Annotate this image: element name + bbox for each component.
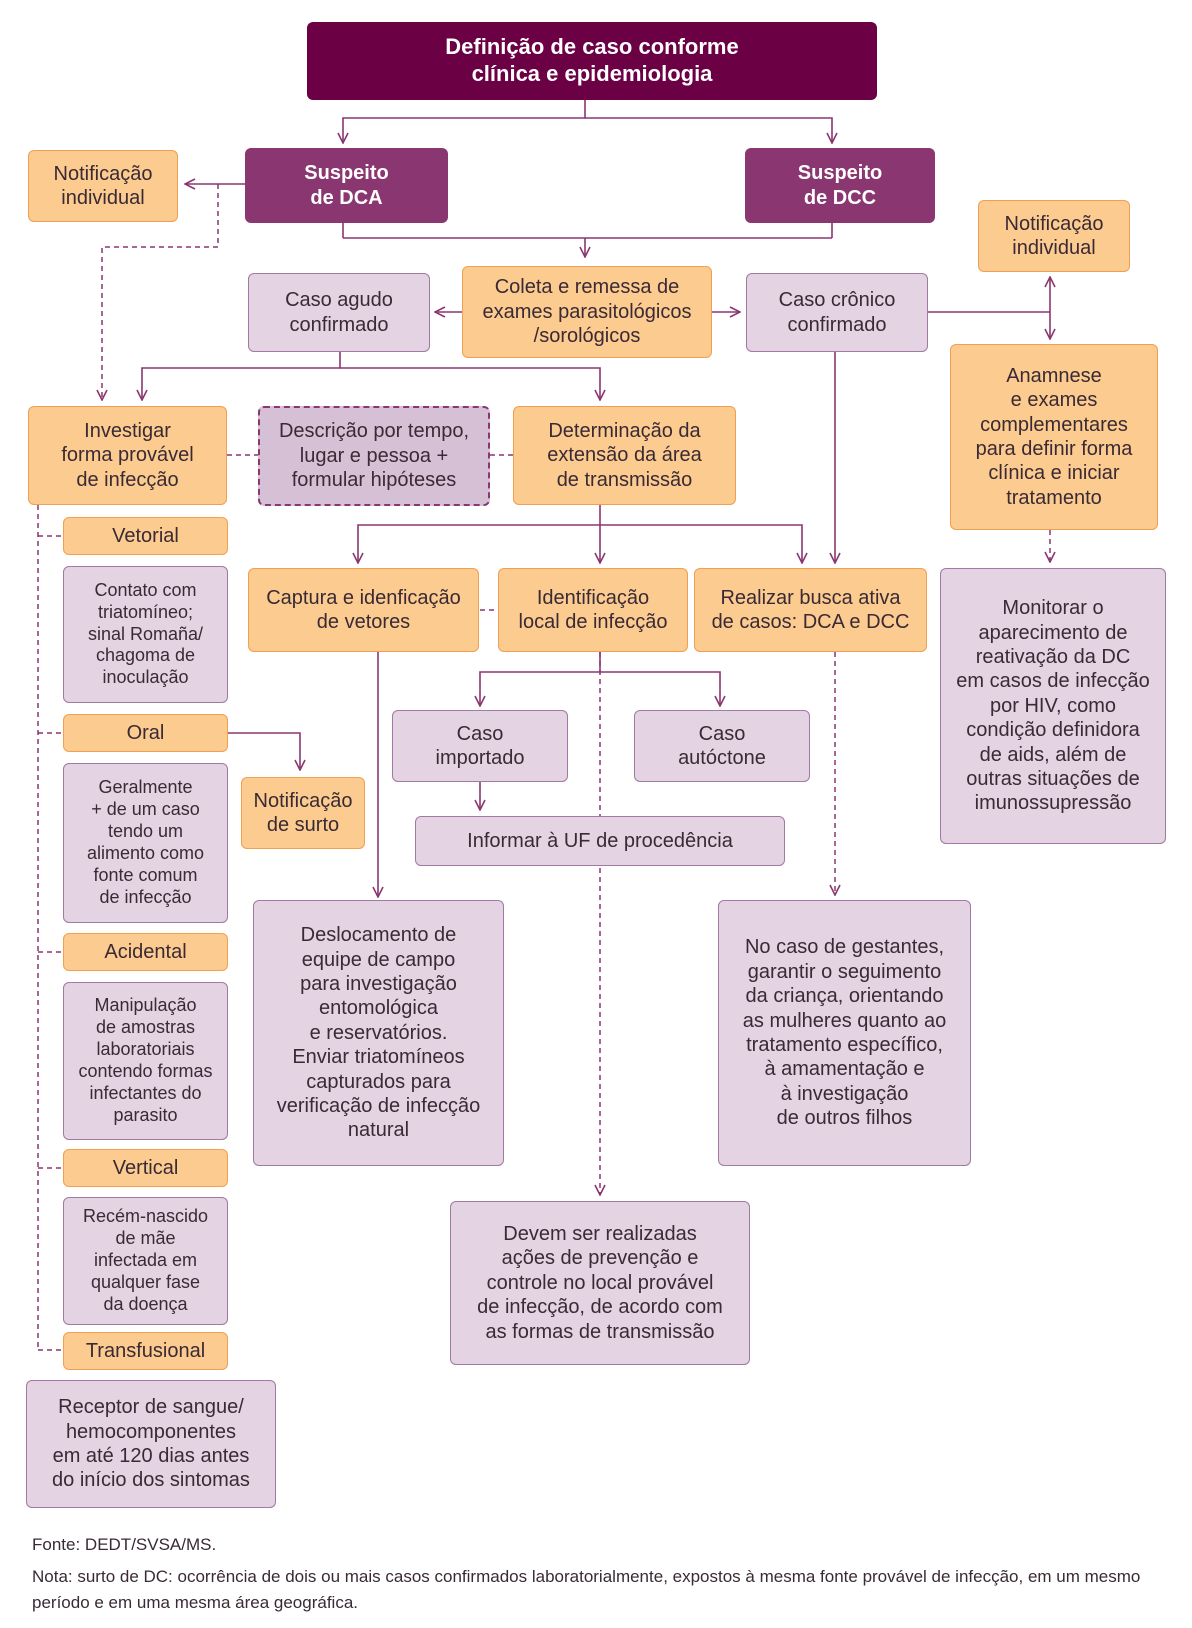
individual-notification-box-1: Notificação individual: [28, 150, 178, 222]
autochthonous-case-box: Caso autóctone: [634, 710, 810, 782]
acidental-box: Acidental: [63, 933, 228, 971]
sample-collection-box: Coleta e remessa de exames parasitológic…: [462, 266, 712, 358]
oral-box: Oral: [63, 714, 228, 752]
case-definition-box: Definição de caso conforme clínica e epi…: [307, 22, 877, 100]
vetorial-desc-box: Contato com triatomíneo; sinal Romaña/ c…: [63, 566, 228, 703]
field-team-box: Deslocamento de equipe de campo para inv…: [253, 900, 504, 1166]
chronic-case-box: Caso crônico confirmado: [746, 273, 928, 352]
acidental-desc-box: Manipulação de amostras laboratoriais co…: [63, 982, 228, 1140]
vertical-box: Vertical: [63, 1149, 228, 1187]
prevention-box: Devem ser realizadas ações de prevenção …: [450, 1201, 750, 1365]
infection-location-box: Identificação local de infecção: [498, 568, 688, 652]
vertical-desc-box: Recém-nascido de mãe infectada em qualqu…: [63, 1197, 228, 1325]
source-note: Fonte: DEDT/SVSA/MS.: [32, 1535, 217, 1554]
individual-notification-box-2: Notificação individual: [978, 200, 1130, 272]
active-search-box: Realizar busca ativa de casos: DCA e DCC: [694, 568, 927, 652]
outbreak-note: Nota: surto de DC: ocorrência de dois ou…: [32, 1567, 1141, 1613]
vetorial-box: Vetorial: [63, 517, 228, 555]
imported-case-box: Caso importado: [392, 710, 568, 782]
anamnesis-box: Anamnese e exames complementares para de…: [950, 344, 1158, 530]
acute-case-box: Caso agudo confirmado: [248, 273, 430, 352]
investigate-infection-box: Investigar forma provável de infecção: [28, 406, 227, 505]
transfusional-box: Transfusional: [63, 1332, 228, 1370]
pregnant-women-box: No caso de gestantes, garantir o seguime…: [718, 900, 971, 1166]
oral-desc-box: Geralmente + de um caso tendo um aliment…: [63, 763, 228, 923]
description-box: Descrição por tempo, lugar e pessoa + fo…: [258, 406, 490, 506]
suspected-dcc-box: Suspeito de DCC: [745, 148, 935, 223]
inform-uf-box: Informar à UF de procedência: [415, 816, 785, 866]
transfusional-desc-box: Receptor de sangue/ hemocomponentes em a…: [26, 1380, 276, 1508]
transmission-area-box: Determinação da extensão da área de tran…: [513, 406, 736, 505]
suspected-dca-box: Suspeito de DCA: [245, 148, 448, 223]
monitor-box: Monitorar o aparecimento de reativação d…: [940, 568, 1166, 844]
vector-capture-box: Captura e idenficação de vetores: [248, 568, 479, 652]
outbreak-notification-box: Notificação de surto: [241, 777, 365, 849]
